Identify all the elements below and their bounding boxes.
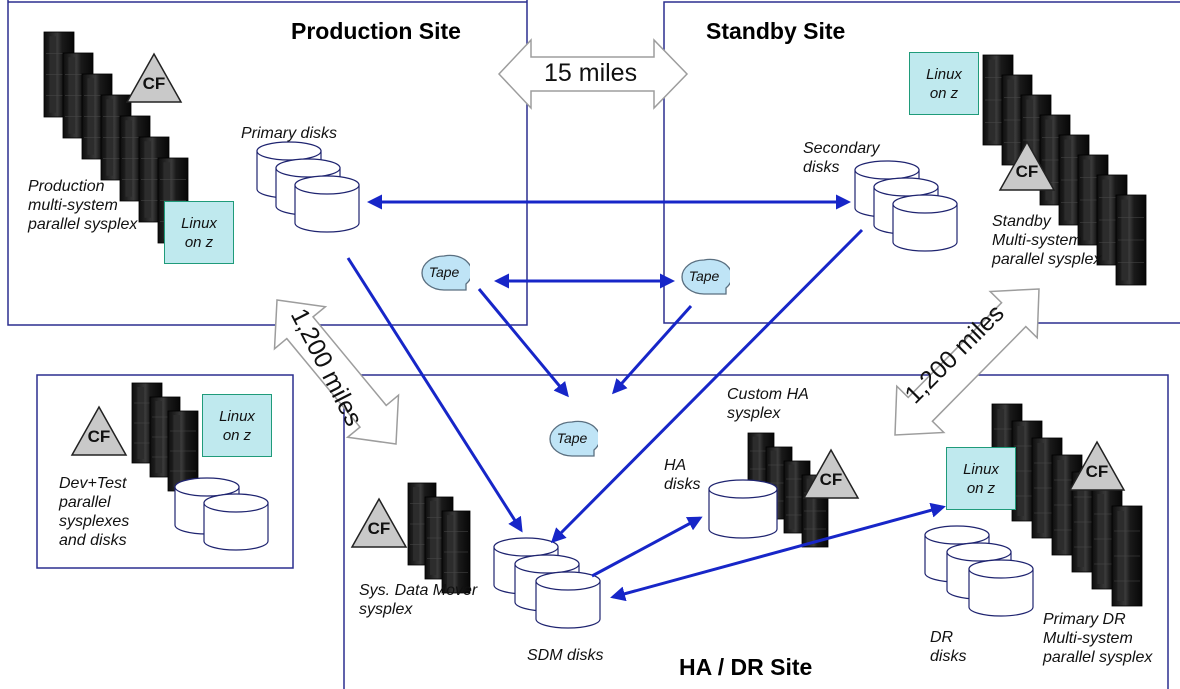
hadr-site-box [343,374,1169,689]
distance-arrow-left [273,299,400,445]
devtest-label: Dev+Test parallel sysplexes and disks [59,475,130,549]
standby-site-box [663,1,1180,324]
cf-sdm-icon: CF [350,497,408,549]
link-primary-sdm [346,257,523,533]
linux-on-z-standby: Linux on z [909,52,979,115]
sdm-sysplex-label: Sys. Data Mover sysplex [359,582,478,618]
sdm-disk-3 [535,571,601,629]
standby-site-title: Standby Site [706,18,846,44]
devtest-disk-2 [203,493,269,551]
cf-ha-icon: CF [802,448,860,500]
cf-dr-icon: CF [1068,440,1126,492]
cf-production-icon: CF [125,52,183,104]
production-sysplex-label: Production multi-system parallel sysplex [28,178,138,233]
dr-disk-3 [968,559,1034,617]
tape-production-icon: Tape [420,254,470,294]
cf-devtest-icon: CF [70,405,128,457]
secondary-disk-3 [892,194,958,252]
ha-disk [708,479,778,539]
devtest-server-rack-3 [167,410,199,492]
sdm-server-rack-3 [441,510,471,594]
link-tape-hadr-left [477,288,569,398]
distance-arrow-15-miles [497,38,689,110]
distance-label-15-miles: 15 miles [544,59,638,87]
standby-server-rack-8 [1115,194,1147,286]
production-site-title: Production Site [291,18,461,44]
dr-disks-label: DR disks [930,629,967,665]
ha-disks-label: HA disks [664,457,701,493]
link-tape-hadr-right [611,304,693,395]
primary-disk-3 [294,175,360,233]
tape-standby-icon: Tape [680,258,730,298]
tape-hadr-icon: Tape [548,420,598,460]
devtest-box [36,374,294,569]
cf-standby-icon: CF [998,140,1056,192]
hadr-site-title: HA / DR Site [679,654,813,680]
secondary-disks-label: Secondary disks [803,140,880,176]
link-secondary-sdm [550,228,864,544]
sdm-disks-label: SDM disks [527,647,604,664]
dr-server-rack-7 [1111,505,1143,607]
production-site-box [7,0,528,326]
linux-on-z-devtest: Linux on z [202,394,272,457]
link-sdm-ha [591,516,703,578]
custom-ha-label: Custom HA sysplex [727,386,809,422]
primary-dr-label: Primary DR Multi-system parallel sysplex [1043,611,1153,666]
standby-sysplex-label: Standby Multi-system parallel sysplex [992,213,1102,268]
linux-on-z-production: Linux on z [164,201,234,264]
primary-disks-label: Primary disks [241,125,338,142]
link-sdm-dr [610,502,946,602]
linux-on-z-dr: Linux on z [946,447,1016,510]
distance-arrow-right [894,288,1040,436]
